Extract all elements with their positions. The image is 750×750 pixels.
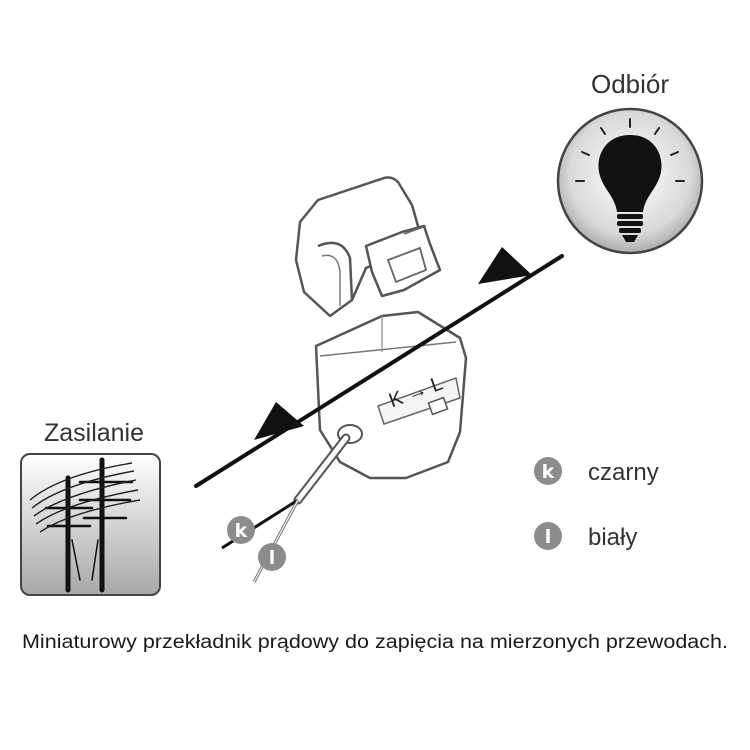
- legend-label-l: biały: [588, 524, 637, 551]
- svg-text:k: k: [235, 520, 248, 542]
- signal-cable: [221, 433, 351, 583]
- load-label: Odbiór: [591, 69, 669, 99]
- svg-text:l: l: [269, 547, 276, 569]
- light-bulb-icon: [556, 107, 704, 255]
- wire-tag-k: k: [227, 516, 255, 544]
- flow-arrow-in-icon: [254, 402, 304, 440]
- svg-text:l: l: [545, 526, 552, 548]
- legend-item-l: l biały: [534, 522, 637, 551]
- caption: Miniaturowy przekładnik prądowy do zapię…: [22, 632, 728, 653]
- svg-text:k: k: [542, 461, 555, 483]
- flow-arrow-out-icon: [478, 247, 532, 284]
- legend-item-k: k czarny: [534, 457, 659, 486]
- legend-badge-k: [534, 457, 562, 485]
- current-clamp: [294, 176, 468, 480]
- legend-badge-l: [534, 522, 562, 550]
- power-line-icon: [20, 453, 161, 596]
- measured-conductor: [194, 247, 564, 488]
- wire-tag-l: l: [258, 543, 286, 571]
- legend-label-k: czarny: [588, 459, 659, 486]
- source-label: Zasilanie: [44, 419, 144, 447]
